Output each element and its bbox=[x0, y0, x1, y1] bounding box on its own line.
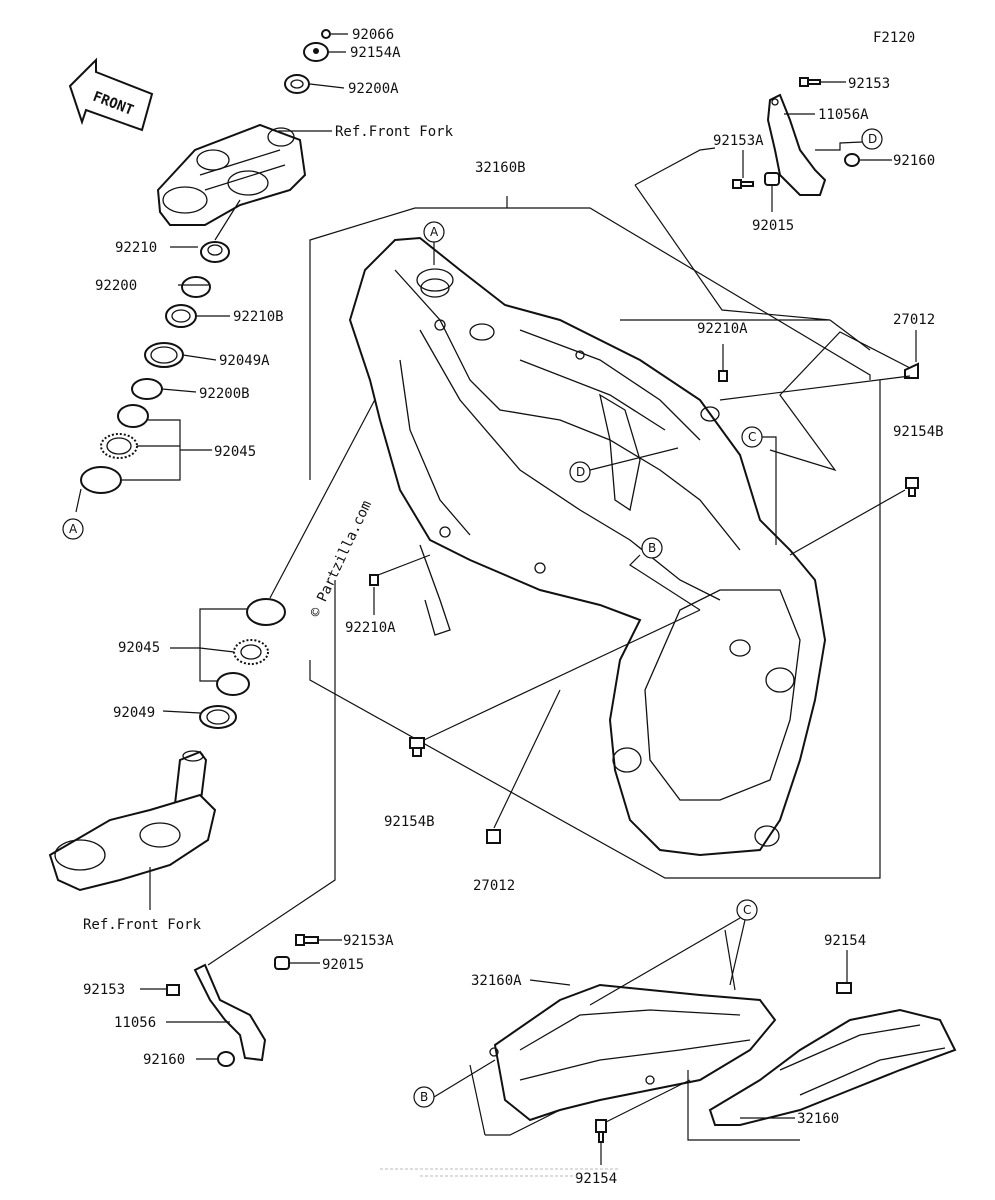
bolt-92153-bottom-icon[interactable] bbox=[166, 984, 180, 996]
callout-c-frame: C bbox=[741, 426, 763, 448]
steering-stem-icon[interactable] bbox=[48, 750, 217, 892]
plate-27012-bottom-icon[interactable] bbox=[486, 829, 501, 844]
label-92066: 92066 bbox=[352, 27, 394, 43]
label-92153A-bottom: 92153A bbox=[343, 933, 394, 949]
label-92015-top: 92015 bbox=[752, 218, 794, 234]
callout-d-frame: D bbox=[569, 461, 591, 483]
bearing-lower-icon[interactable] bbox=[233, 639, 269, 665]
label-92153A-top: 92153A bbox=[713, 133, 764, 149]
nut-92066-icon[interactable] bbox=[321, 29, 331, 39]
race-lower-2-icon[interactable] bbox=[216, 672, 250, 696]
callout-d-bracket: D bbox=[861, 128, 883, 150]
label-92154A: 92154A bbox=[350, 45, 401, 61]
nut-92160-bottom-icon[interactable] bbox=[217, 1051, 235, 1067]
plate-27012-right-icon[interactable] bbox=[904, 362, 919, 379]
front-arrow-icon: FRONT bbox=[68, 57, 154, 132]
collar-92015-bottom-icon[interactable] bbox=[274, 956, 290, 970]
bearing-top-icon[interactable] bbox=[100, 433, 138, 459]
label-92049A: 92049A bbox=[219, 353, 270, 369]
label-92200: 92200 bbox=[95, 278, 137, 294]
callout-a-frame: A bbox=[423, 221, 445, 243]
svg-text:B: B bbox=[648, 541, 656, 555]
label-92154B-right: 92154B bbox=[893, 424, 944, 440]
callout-a-left: A bbox=[62, 518, 84, 540]
label-92153-bottom: 92153 bbox=[83, 982, 125, 998]
nut-92154A-icon[interactable] bbox=[303, 42, 329, 62]
label-92049: 92049 bbox=[113, 705, 155, 721]
washer-92200-icon[interactable] bbox=[181, 276, 211, 298]
svg-text:C: C bbox=[743, 903, 751, 917]
label-27012-bottom: 27012 bbox=[473, 878, 515, 894]
label-92160-top: 92160 bbox=[893, 153, 935, 169]
top-triple-clamp[interactable] bbox=[156, 123, 307, 226]
seal-92049-icon[interactable] bbox=[199, 705, 237, 729]
label-11056A: 11056A bbox=[818, 107, 869, 123]
footer-fineprint-lines bbox=[380, 1168, 620, 1177]
nut-92160-top-icon[interactable] bbox=[844, 153, 860, 167]
label-11056: 11056 bbox=[114, 1015, 156, 1031]
label-92154-bottom: 92154 bbox=[575, 1171, 617, 1187]
bolt-92153A-top-icon[interactable] bbox=[732, 179, 754, 189]
bolt-92210A-top-icon[interactable] bbox=[718, 370, 728, 382]
main-frame-32160B[interactable] bbox=[348, 236, 827, 857]
label-92210: 92210 bbox=[115, 240, 157, 256]
label-92154B-bottom: 92154B bbox=[384, 814, 435, 830]
label-32160A: 32160A bbox=[471, 973, 522, 989]
figure-code: F2120 bbox=[873, 30, 915, 46]
subframe-32160-icon[interactable] bbox=[708, 1008, 957, 1126]
label-92200B: 92200B bbox=[199, 386, 250, 402]
bolt-92210A-mid-icon[interactable] bbox=[369, 574, 379, 586]
callout-b-frame: B bbox=[641, 537, 663, 559]
svg-text:B: B bbox=[420, 1090, 428, 1104]
bracket-11056A-icon[interactable] bbox=[766, 93, 827, 196]
callout-c-subframe: C bbox=[736, 899, 758, 921]
bolt-92153A-bottom-icon[interactable] bbox=[295, 934, 319, 946]
callout-b-subframe: B bbox=[413, 1086, 435, 1108]
svg-text:A: A bbox=[69, 522, 78, 536]
bolt-92154-bottom-icon[interactable] bbox=[595, 1119, 607, 1143]
bearing-race-bottom-icon[interactable] bbox=[80, 466, 122, 494]
svg-text:C: C bbox=[748, 430, 756, 444]
ref-front-fork-top: Ref.Front Fork bbox=[335, 124, 454, 140]
bolt-92153-top-icon[interactable] bbox=[799, 77, 821, 87]
seal-92049A-icon[interactable] bbox=[144, 342, 184, 368]
label-92045-bottom: 92045 bbox=[118, 640, 160, 656]
label-92210A-top: 92210A bbox=[697, 321, 748, 337]
washer-92200A-icon[interactable] bbox=[284, 74, 310, 94]
label-32160: 32160 bbox=[797, 1111, 839, 1127]
label-92153-top: 92153 bbox=[848, 76, 890, 92]
subframe-32160A-icon[interactable] bbox=[489, 983, 777, 1122]
bearing-race-top-icon[interactable] bbox=[117, 404, 149, 428]
bolt-92154-top-icon[interactable] bbox=[836, 982, 852, 994]
label-27012-right: 27012 bbox=[893, 312, 935, 328]
label-92200A: 92200A bbox=[348, 81, 399, 97]
washer-92200B-icon[interactable] bbox=[131, 378, 163, 400]
bolt-92154B-right-icon[interactable] bbox=[905, 477, 919, 497]
label-92015-bottom: 92015 bbox=[322, 957, 364, 973]
svg-text:A: A bbox=[430, 225, 439, 239]
seal-92210B-icon[interactable] bbox=[165, 304, 197, 328]
label-92045-top: 92045 bbox=[214, 444, 256, 460]
svg-text:D: D bbox=[576, 465, 585, 479]
svg-text:D: D bbox=[868, 132, 877, 146]
label-92154-top: 92154 bbox=[824, 933, 866, 949]
bearing-race-lower-icon[interactable] bbox=[246, 598, 286, 626]
label-92160-bottom: 92160 bbox=[143, 1052, 185, 1068]
collar-92015-top-icon[interactable] bbox=[764, 172, 780, 186]
label-92210A-mid: 92210A bbox=[345, 620, 396, 636]
bracket-11056-icon[interactable] bbox=[193, 963, 267, 1062]
label-92210B: 92210B bbox=[233, 309, 284, 325]
ref-front-fork-bottom: Ref.Front Fork bbox=[83, 917, 202, 933]
watermark: © Partzilla.com bbox=[307, 498, 375, 619]
bolt-92154B-bottom-icon[interactable] bbox=[409, 737, 425, 757]
nut-92210-icon[interactable] bbox=[200, 241, 230, 263]
label-32160B: 32160B bbox=[475, 160, 526, 176]
